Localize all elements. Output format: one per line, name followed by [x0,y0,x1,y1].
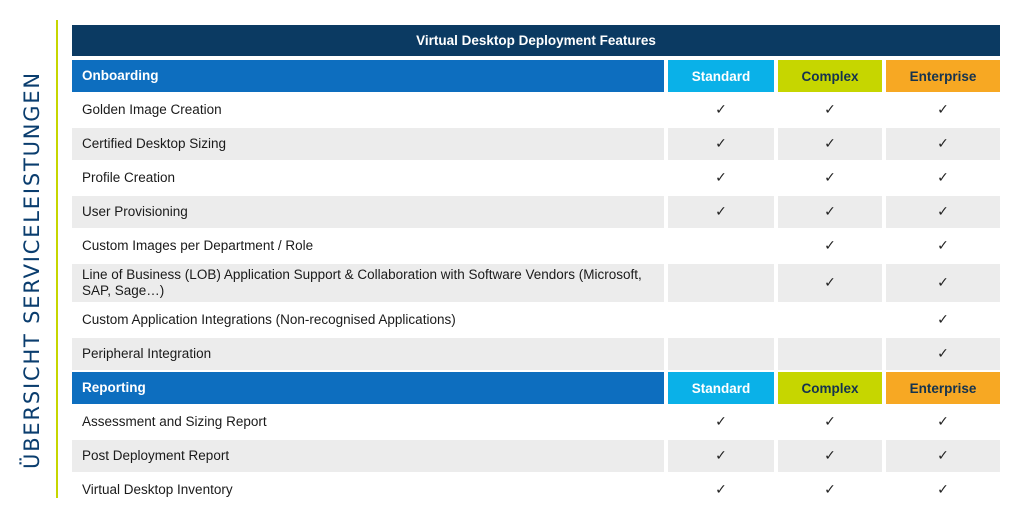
tier-header-enterprise: Enterprise [886,372,1000,404]
checkmark-icon: ✓ [937,448,949,464]
checkmark-icon: ✓ [715,204,727,220]
tier-cell-complex [778,338,882,370]
feature-label: Custom Images per Department / Role [82,238,314,253]
table-row: Post Deployment Report ✓ ✓ ✓ [72,440,1000,472]
checkmark-icon: ✓ [937,275,949,291]
tier-cell-complex: ✓ [778,196,882,228]
tier-cell-complex: ✓ [778,94,882,126]
tier-cell-complex: ✓ [778,474,882,506]
checkmark-icon: ✓ [937,170,949,186]
features-table: Virtual Desktop Deployment Features Onbo… [72,25,1000,508]
checkmark-icon: ✓ [715,136,727,152]
tier-cell-standard: ✓ [668,474,774,506]
side-divider [56,20,58,498]
tier-cell-standard: ✓ [668,128,774,160]
checkmark-icon: ✓ [824,204,836,220]
tier-cell-enterprise: ✓ [886,94,1000,126]
checkmark-icon: ✓ [937,204,949,220]
tier-cell-complex: ✓ [778,264,882,302]
feature-label: Line of Business (LOB) Application Suppo… [72,264,664,302]
feature-label: Certified Desktop Sizing [72,128,664,160]
table-row: Custom Application Integrations (Non-rec… [72,304,1000,336]
side-title: ÜBERSICHT SERVICELEISTUNGEN [8,40,56,500]
feature-label: Post Deployment Report [72,440,664,472]
table-row: Golden Image Creation ✓ ✓ ✓ [72,94,1000,126]
checkmark-icon: ✓ [937,414,949,430]
feature-label: Virtual Desktop Inventory [82,482,233,497]
checkmark-icon: ✓ [824,238,836,254]
checkmark-icon: ✓ [937,136,949,152]
table-row: Assessment and Sizing Report ✓ ✓ ✓ [72,406,1000,438]
checkmark-icon: ✓ [824,482,836,498]
tier-header-enterprise: Enterprise [886,60,1000,92]
checkmark-icon: ✓ [824,136,836,152]
checkmark-icon: ✓ [937,312,949,328]
tier-cell-standard: ✓ [668,94,774,126]
tier-cell-enterprise: ✓ [886,304,1000,336]
tier-cell-standard [668,230,774,262]
checkmark-icon: ✓ [824,448,836,464]
tier-cell-standard [668,338,774,370]
tier-cell-enterprise: ✓ [886,196,1000,228]
checkmark-icon: ✓ [937,346,949,362]
tier-header-standard: Standard [668,60,774,92]
table-row: Line of Business (LOB) Application Suppo… [72,264,1000,302]
tier-cell-standard [668,264,774,302]
checkmark-icon: ✓ [715,482,727,498]
tier-cell-complex: ✓ [778,230,882,262]
tier-cell-standard [668,304,774,336]
tier-cell-standard: ✓ [668,440,774,472]
tier-cell-standard: ✓ [668,406,774,438]
tier-cell-standard: ✓ [668,196,774,228]
checkmark-icon: ✓ [715,448,727,464]
section-title: Reporting [72,372,664,404]
checkmark-icon: ✓ [937,238,949,254]
feature-label: Peripheral Integration [72,338,664,370]
tier-cell-complex: ✓ [778,406,882,438]
checkmark-icon: ✓ [824,275,836,291]
section-title: Onboarding [72,60,664,92]
tier-cell-enterprise: ✓ [886,406,1000,438]
checkmark-icon: ✓ [824,170,836,186]
checkmark-icon: ✓ [937,482,949,498]
feature-label: Assessment and Sizing Report [82,414,267,429]
tier-header-standard: Standard [668,372,774,404]
table-row: Peripheral Integration ✓ [72,338,1000,370]
checkmark-icon: ✓ [937,102,949,118]
tier-cell-complex [778,304,882,336]
table-row: Profile Creation ✓ ✓ ✓ [72,162,1000,194]
tier-cell-enterprise: ✓ [886,474,1000,506]
table-row: Virtual Desktop Inventory ✓ ✓ ✓ [72,474,1000,506]
tier-cell-complex: ✓ [778,440,882,472]
checkmark-icon: ✓ [715,170,727,186]
table-row: Custom Images per Department / Role ✓ ✓ [72,230,1000,262]
tier-cell-enterprise: ✓ [886,230,1000,262]
tier-cell-standard: ✓ [668,162,774,194]
tier-cell-complex: ✓ [778,128,882,160]
tier-header-complex: Complex [778,60,882,92]
feature-label: User Provisioning [72,196,664,228]
checkmark-icon: ✓ [824,414,836,430]
table-title: Virtual Desktop Deployment Features [72,25,1000,56]
tier-cell-enterprise: ✓ [886,338,1000,370]
tier-header-complex: Complex [778,372,882,404]
checkmark-icon: ✓ [715,414,727,430]
checkmark-icon: ✓ [715,102,727,118]
tier-cell-enterprise: ✓ [886,128,1000,160]
tier-cell-complex: ✓ [778,162,882,194]
checkmark-icon: ✓ [824,102,836,118]
feature-label: Custom Application Integrations (Non-rec… [82,312,456,327]
table-row: User Provisioning ✓ ✓ ✓ [72,196,1000,228]
feature-label: Golden Image Creation [82,102,222,117]
side-title-text: ÜBERSICHT SERVICELEISTUNGEN [20,71,44,469]
tier-cell-enterprise: ✓ [886,162,1000,194]
table-row: Certified Desktop Sizing ✓ ✓ ✓ [72,128,1000,160]
tier-cell-enterprise: ✓ [886,264,1000,302]
feature-label: Profile Creation [82,170,176,185]
tier-cell-enterprise: ✓ [886,440,1000,472]
